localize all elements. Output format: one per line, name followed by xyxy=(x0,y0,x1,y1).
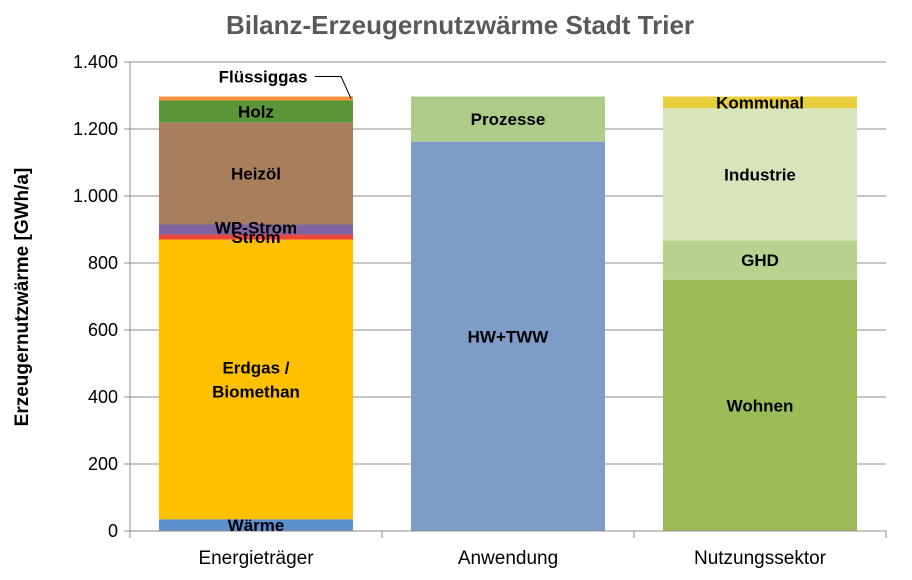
segment-label: Erdgas /Biomethan xyxy=(212,358,300,401)
segment-label: Prozesse xyxy=(471,110,546,129)
leader-line xyxy=(315,76,352,99)
segment-label: WP-Strom xyxy=(215,219,297,238)
y-tick-label: 800 xyxy=(88,253,118,273)
y-tick-label: 400 xyxy=(88,387,118,407)
x-category-label: Energieträger xyxy=(198,548,314,569)
segment-label: Flüssiggas xyxy=(219,68,308,87)
axes: 0 200 400 600 800 1.000 1.200 1.400Energieträge… xyxy=(73,52,887,569)
bars xyxy=(158,96,858,532)
segment-label: Wohnen xyxy=(727,396,794,415)
segment-label: Wärme xyxy=(228,516,285,535)
bar-segment-kommunal xyxy=(662,96,858,109)
y-tick-label: 1.400 xyxy=(73,52,118,72)
bar-segment-holz xyxy=(158,100,354,123)
y-tick-label: 600 xyxy=(88,320,118,340)
bar-segment-wohnen xyxy=(662,279,858,531)
bar-segment-prozesse xyxy=(410,96,606,142)
bar-segment-fluessiggas xyxy=(158,96,354,101)
bar-segment-wp-strom xyxy=(158,224,354,235)
bar-segment-heizoel xyxy=(158,122,354,225)
segment-label: Kommunal xyxy=(716,93,804,112)
y-axis-label: Erzeugernutzwärme [GWh/a] xyxy=(12,168,33,427)
bar-segment-hw-tww xyxy=(410,141,606,532)
y-tick-label: 0 xyxy=(108,521,118,541)
bar-segment-strom xyxy=(158,234,354,240)
x-category-label: Nutzungssektor xyxy=(694,548,827,569)
segment-label: Industrie xyxy=(724,165,796,184)
y-tick-label: 200 xyxy=(88,454,118,474)
segment-label: Heizöl xyxy=(231,164,281,183)
segment-label: HW+TWW xyxy=(468,327,550,346)
segment-label: Holz xyxy=(238,102,274,121)
bar-segment-industrie xyxy=(662,108,858,241)
bar-segment-ghd xyxy=(662,240,858,280)
bar-segment-waerme xyxy=(158,519,354,531)
x-category-label: Anwendung xyxy=(458,548,558,569)
bar-segment-erdgas-biomethan xyxy=(158,239,354,520)
segment-label: GHD xyxy=(741,251,779,270)
y-tick-label: 1.000 xyxy=(73,186,118,206)
segment-label: Strom xyxy=(231,228,280,247)
y-tick-label: 1.200 xyxy=(73,119,118,139)
chart-title: Bilanz-Erzeugernutzwärme Stadt Trier xyxy=(226,10,694,40)
